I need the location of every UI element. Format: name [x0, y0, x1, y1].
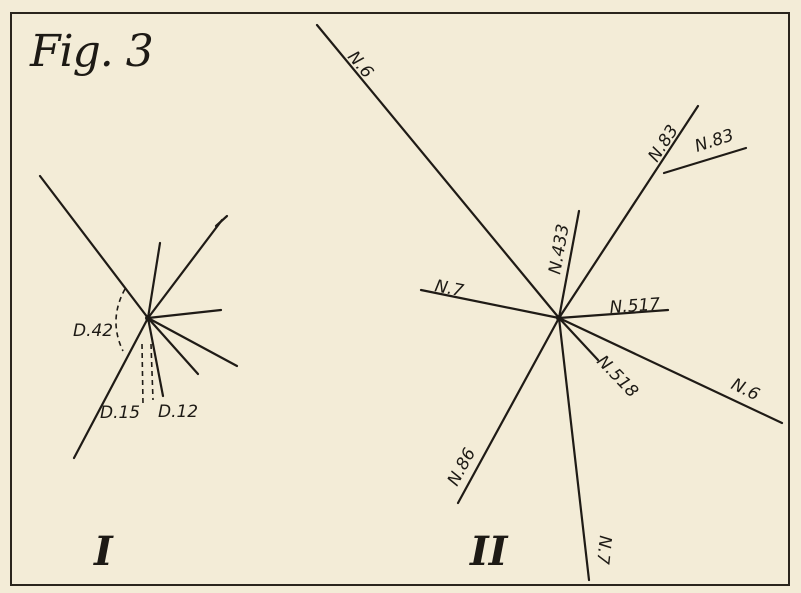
panel-ii-ray-n7-left — [419, 288, 561, 320]
panel-ii-label-n6-upper: N.6 — [343, 47, 377, 82]
panel-ii-ray-n6-lower — [557, 316, 784, 425]
panel-ii-ray-n517 — [557, 308, 670, 320]
panel-i-label-d42: D.42 — [73, 321, 113, 341]
panel-ii-diagram: N.6 N.83 N.83 N.433 N.7 N.517 N.518 N.6 … — [315, 23, 784, 582]
panel-i-angle-arc-d15 — [141, 343, 144, 405]
panel-i-angle-arc-d12 — [150, 343, 154, 401]
panel-i-ray-fork — [214, 214, 229, 228]
panel-i-ray-lower-right — [146, 316, 239, 368]
figure-frame — [10, 12, 790, 586]
panel-i-ray-up — [146, 241, 162, 320]
panel-i-ray-down — [146, 316, 165, 398]
panel-ii-ray-n433 — [557, 209, 581, 320]
panel-i-ray-lower-left — [72, 316, 150, 460]
panel-ii-label-n517: N.517 — [609, 294, 661, 317]
panel-label-ii: II — [470, 528, 508, 575]
panel-i-origin-dot — [145, 315, 151, 321]
panel-ii-ray-n6-upper — [315, 23, 561, 320]
panel-i-label-d12: D.12 — [158, 402, 198, 422]
panel-label-i: I — [94, 528, 113, 575]
panel-i-ray-upper-left — [38, 174, 150, 320]
panel-ii-label-n7-left: N.7 — [433, 276, 465, 301]
panel-ii-ray-n83 — [557, 104, 700, 320]
panel-ii-label-n86: N.86 — [444, 445, 480, 490]
figure-title: Fig. 3 — [30, 26, 154, 77]
panel-ii-label-n518: N.518 — [592, 352, 642, 402]
panel-i-diagram: D.42 D.15 D.12 — [38, 174, 239, 460]
panel-i-ray-upper-right — [146, 218, 224, 320]
panel-ii-label-n7-down: N.7 — [592, 534, 615, 565]
panel-ii-ray-n83-branch — [662, 146, 748, 175]
panel-i-ray-right — [146, 308, 223, 320]
panel-ii-label-n83-a: N.83 — [644, 121, 682, 165]
panel-i-angle-arc-d42 — [115, 288, 126, 352]
panel-i-ray-down-right — [146, 316, 200, 376]
panel-ii-ray-n86 — [456, 316, 561, 505]
panel-i-label-d15: D.15 — [100, 403, 140, 423]
panel-ii-origin-dot — [556, 315, 562, 321]
panel-ii-ray-n7-down — [557, 316, 591, 582]
panel-ii-ray-n518 — [557, 316, 600, 362]
